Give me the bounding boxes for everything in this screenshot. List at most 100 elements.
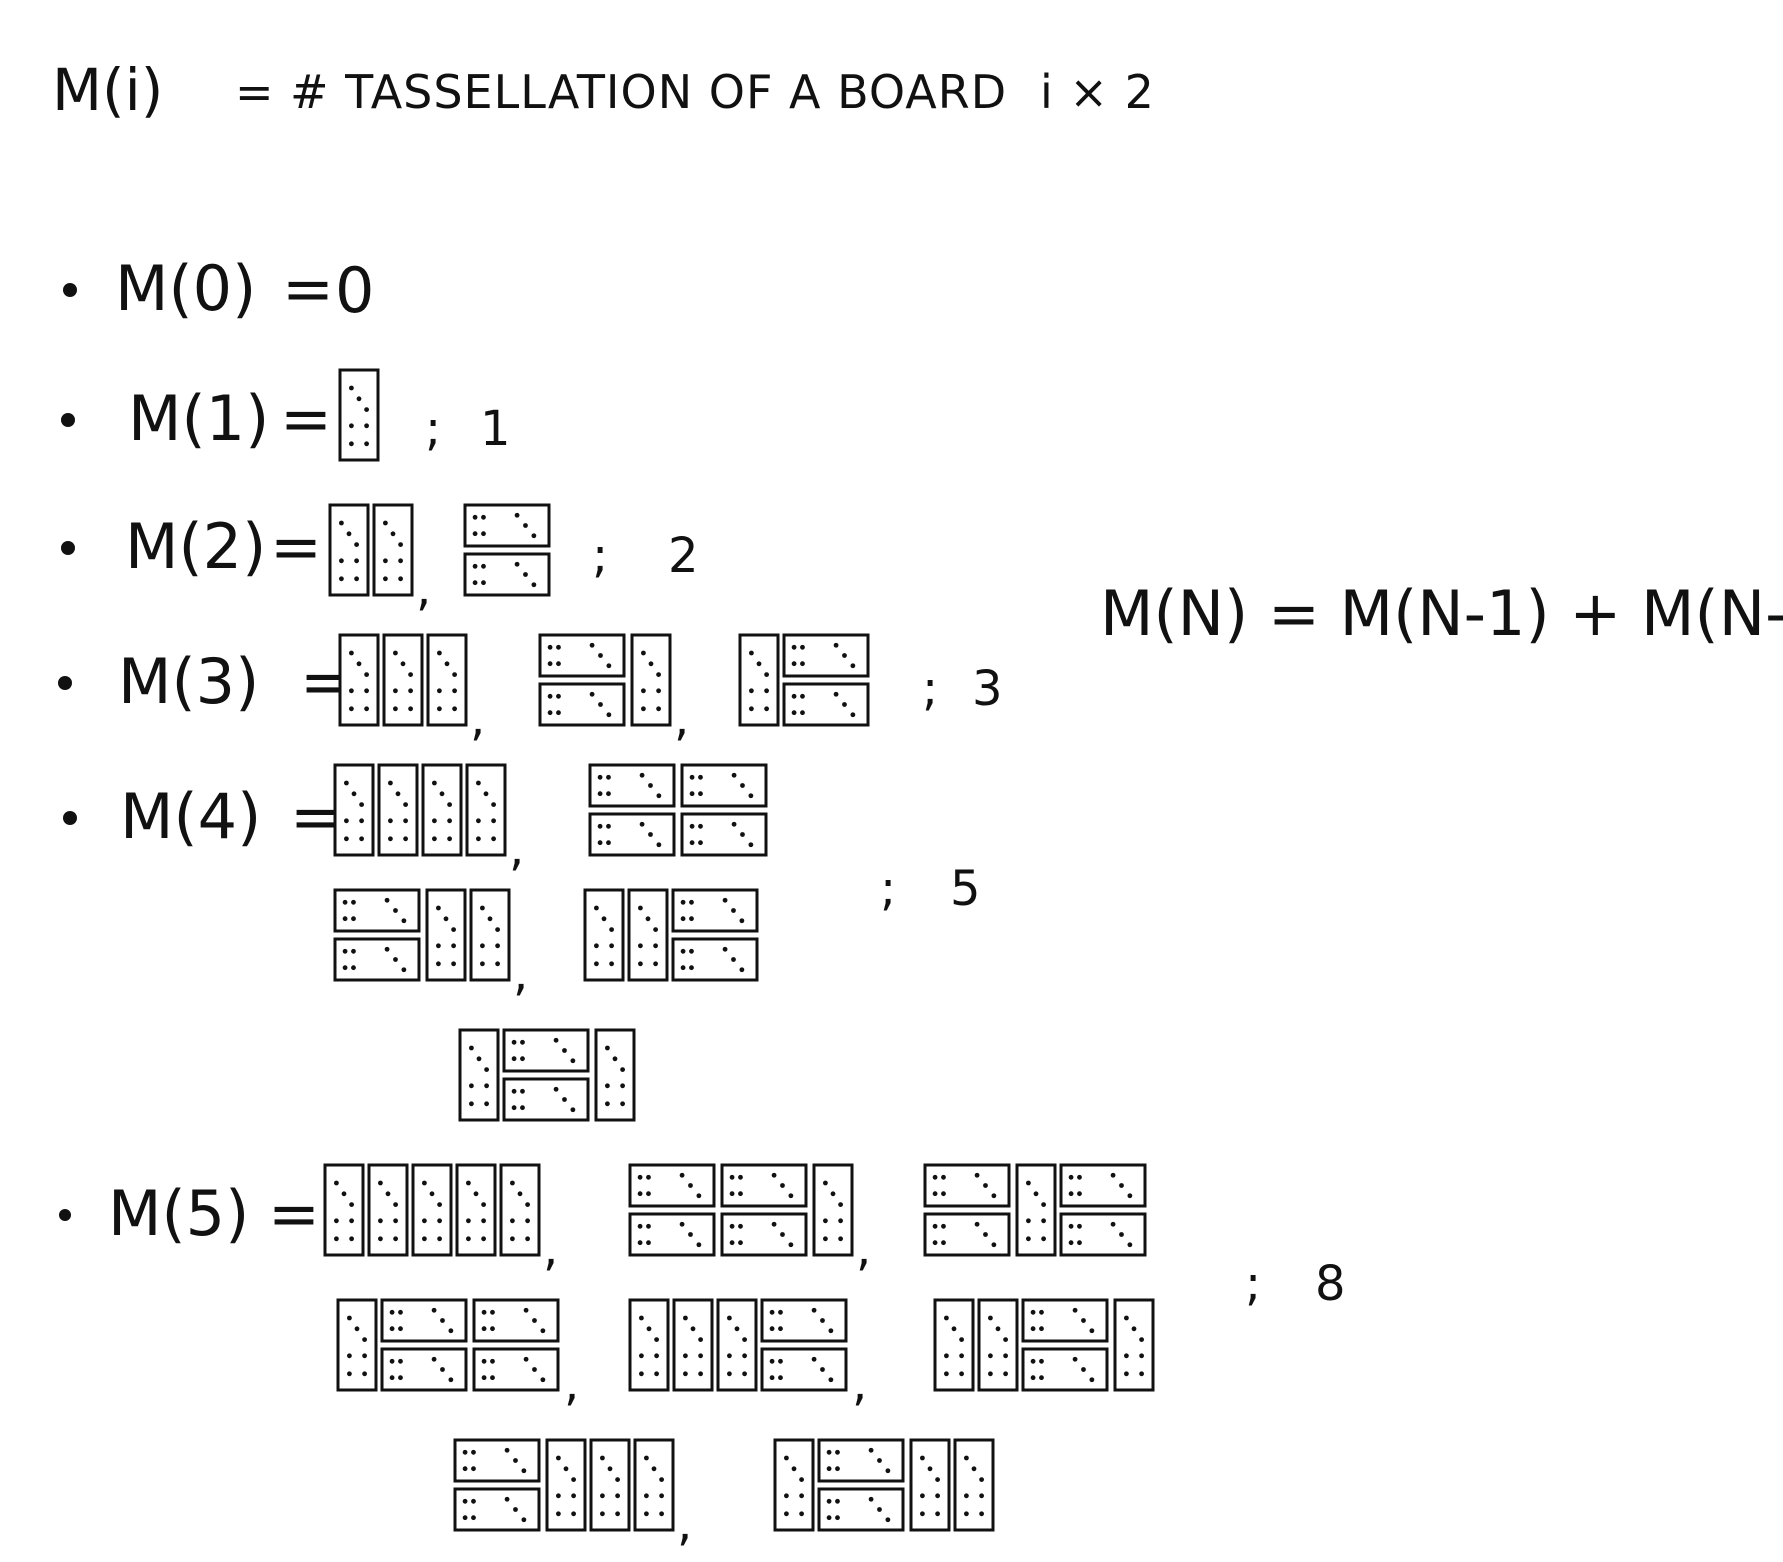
pip-mark: [1068, 1174, 1074, 1180]
bullet-icon: [63, 811, 77, 825]
pip-mark: [390, 531, 396, 537]
horizontal-domino: [671, 937, 759, 982]
pip-mark: [932, 1240, 938, 1246]
pip-mark: [646, 1223, 651, 1229]
pip-mark: [349, 688, 354, 694]
pip-mark: [1110, 1221, 1116, 1227]
comma-separator: ,: [852, 1356, 867, 1412]
horizontal-domino: [923, 1212, 1011, 1257]
pip-mark: [342, 948, 348, 954]
pip-mark: [364, 441, 369, 447]
vertical-domino: [812, 1163, 854, 1257]
pip-mark: [520, 1088, 525, 1094]
horizontal-domino: [463, 503, 551, 548]
pip-mark: [637, 1191, 643, 1197]
pip-mark: [646, 1240, 651, 1246]
row-m5: M(5) = ; 8: [59, 1177, 1346, 1312]
bullet-icon: [58, 676, 72, 690]
pip-mark: [680, 948, 686, 954]
pip-mark: [388, 836, 393, 842]
pip-mark: [472, 563, 478, 569]
pip-mark: [784, 1511, 789, 1517]
pip-mark: [606, 823, 611, 829]
pip-mark: [334, 1218, 339, 1224]
pip-mark: [696, 1242, 702, 1248]
pip-mark: [1030, 1326, 1036, 1332]
pip-mark: [523, 1307, 529, 1313]
pip-mark: [398, 1309, 403, 1315]
pip-mark: [462, 1515, 468, 1521]
pip-mark: [811, 1307, 817, 1313]
horizontal-domino: [463, 552, 551, 597]
horizontal-domino: [472, 1347, 560, 1392]
heading-text: # TASSELLATION OF A BOARD: [290, 65, 1007, 119]
tiling: [628, 1163, 854, 1257]
horizontal-domino: [782, 682, 870, 727]
pip-mark: [641, 688, 646, 694]
heading-function: M(i): [52, 56, 163, 124]
comma-separator: ,: [856, 1221, 871, 1277]
horizontal-domino: [453, 1487, 541, 1532]
pip-mark: [653, 961, 658, 967]
pip-mark: [826, 1449, 832, 1455]
pip-mark: [342, 965, 348, 971]
pip-mark: [729, 1174, 735, 1180]
pip-mark: [639, 772, 645, 778]
pip-mark: [722, 897, 728, 903]
pip-mark: [740, 783, 745, 788]
pip-mark: [440, 1367, 445, 1372]
tiling: [458, 1028, 636, 1122]
pip-mark: [403, 836, 408, 842]
pip-mark: [1072, 1356, 1078, 1362]
horizontal-domino: [680, 763, 768, 808]
pip-mark: [778, 1358, 783, 1364]
comma-separator: ,: [674, 691, 689, 747]
pip-mark: [431, 1356, 437, 1362]
pip-mark: [398, 1358, 403, 1364]
horizontal-domino: [380, 1347, 468, 1392]
pip-mark: [532, 1318, 537, 1323]
pip-mark: [607, 1466, 613, 1472]
pip-mark: [480, 961, 485, 967]
tiling: [336, 1298, 560, 1392]
pip-mark: [799, 1511, 804, 1517]
pip-mark: [437, 650, 442, 656]
pip-mark: [771, 1172, 777, 1178]
vertical-domino: [738, 633, 780, 727]
pip-mark: [351, 916, 356, 922]
pip-mark: [589, 642, 595, 648]
pip-mark: [547, 661, 553, 667]
pip-mark: [769, 1326, 775, 1332]
pip-mark: [490, 1326, 495, 1332]
pip-mark: [514, 561, 520, 567]
pip-mark: [520, 1056, 525, 1062]
pip-mark: [480, 943, 485, 949]
pip-mark: [1068, 1191, 1074, 1197]
horizontal-domino: [588, 763, 676, 808]
pip-mark: [510, 1180, 515, 1186]
pip-mark: [927, 1466, 933, 1472]
vertical-domino: [933, 1298, 975, 1392]
pip-mark: [540, 1328, 546, 1334]
semicolon: ;: [880, 861, 896, 917]
pip-mark: [830, 1191, 836, 1197]
pip-mark: [769, 1309, 775, 1315]
pip-mark: [513, 1458, 518, 1463]
pip-mark: [491, 836, 496, 842]
pip-mark: [653, 927, 658, 932]
horizontal-domino: [1021, 1298, 1109, 1343]
pip-mark: [738, 1191, 743, 1197]
pip-mark: [1030, 1358, 1036, 1364]
pip-mark: [823, 1180, 828, 1186]
pip-mark: [756, 661, 762, 667]
pip-mark: [877, 1458, 882, 1463]
heading: M(i) = # TASSELLATION OF A BOARD i × 2: [52, 56, 1154, 124]
vertical-domino: [458, 1028, 500, 1122]
horizontal-domino: [538, 633, 626, 678]
pip-mark: [644, 1511, 649, 1517]
pip-mark: [422, 1180, 427, 1186]
pip-mark: [959, 1371, 964, 1377]
pip-mark: [688, 1232, 693, 1237]
pip-mark: [742, 1371, 747, 1377]
tiling: [338, 368, 380, 462]
